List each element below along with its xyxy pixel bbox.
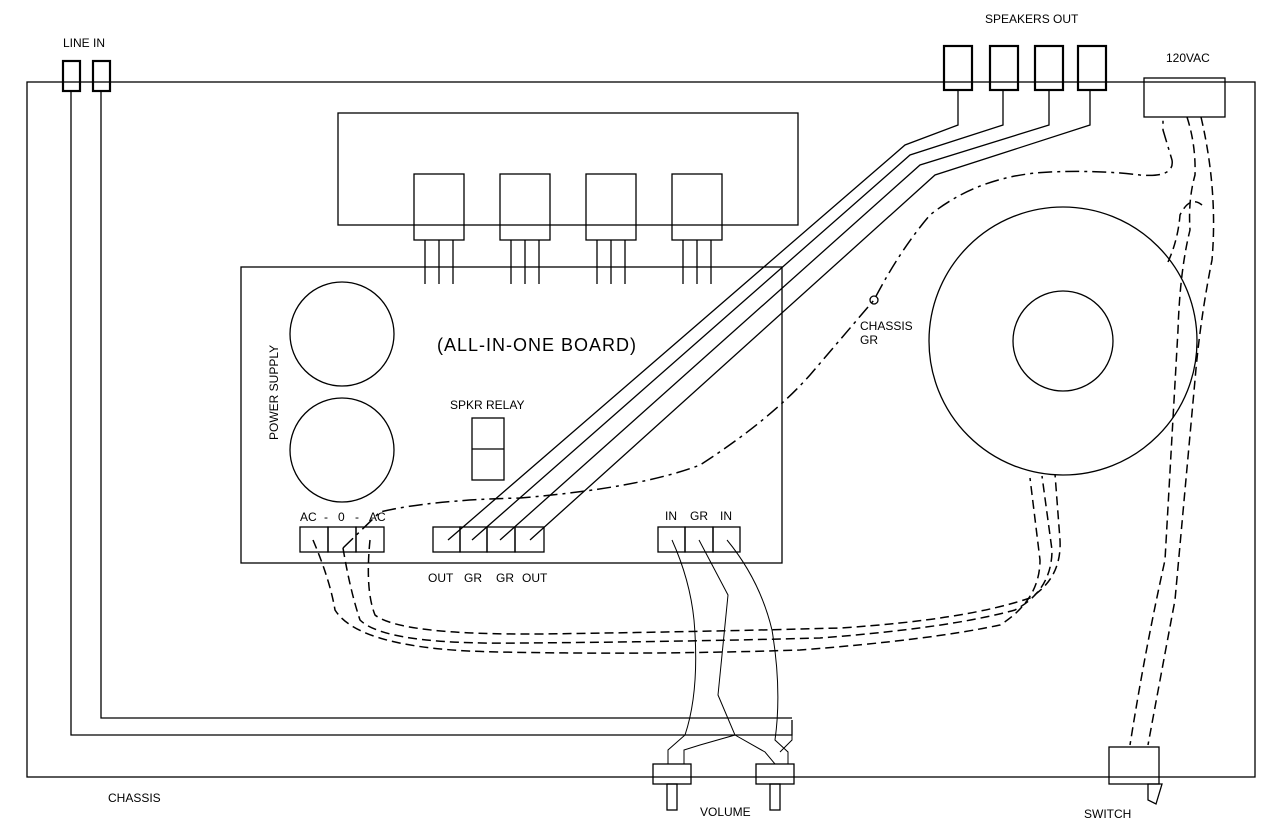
line-in-wire-right	[100, 91, 792, 719]
power-transistor-1	[413, 173, 465, 284]
power-terminal-separator: -	[324, 510, 328, 524]
speaker-jack-4	[1076, 44, 1108, 92]
speaker-wires	[447, 90, 1091, 541]
ac-wire-inlet-to-switch-1	[1129, 116, 1196, 746]
board-outline	[240, 266, 783, 564]
power-transistor-2	[499, 173, 551, 284]
ac-wire-inlet-to-switch-2	[1147, 116, 1215, 746]
power-terminal-separator: -	[355, 510, 359, 524]
power-terminal-block: AC - 0 - AC	[299, 510, 386, 553]
power-terminal-label: AC	[369, 510, 386, 524]
line-in-to-pot-wire	[779, 720, 793, 753]
power-terminal-label: AC	[300, 510, 317, 524]
speaker-terminal-label: OUT	[522, 571, 548, 585]
chassis-ground-label: CHASSIS	[860, 319, 913, 333]
volume-pot-left	[652, 763, 692, 811]
speaker-relay-label: SPKR RELAY	[450, 398, 524, 412]
psu-capacitor-top	[289, 281, 395, 387]
power-transistor-3	[585, 173, 637, 284]
transformer-primary-wire	[1167, 200, 1203, 263]
input-wire-right	[726, 539, 789, 764]
input-wire-left	[667, 539, 697, 764]
amplifier-board: (ALL-IN-ONE BOARD) POWER SUPPLY SPKR REL…	[240, 266, 783, 585]
power-terminal-label: 0	[338, 510, 345, 524]
power-transistor-4	[671, 173, 723, 284]
line-in-jacks: LINE IN	[61, 36, 112, 93]
speakers-out-jacks: SPEAKERS OUT	[942, 12, 1108, 92]
ground-wire	[342, 117, 1173, 549]
heatsink	[337, 112, 799, 284]
speaker-terminal-label: OUT	[428, 571, 454, 585]
power-supply-label: POWER SUPPLY	[267, 345, 281, 440]
speaker-terminal-label: GR	[496, 571, 514, 585]
power-switch	[1108, 746, 1163, 805]
speaker-jack-2	[988, 44, 1020, 92]
line-in-jack-left	[61, 59, 82, 93]
input-wire-ground	[683, 539, 776, 765]
ac-inlet-label: 120VAC	[1166, 51, 1210, 65]
board-label: (ALL-IN-ONE BOARD)	[437, 335, 637, 355]
line-in-label: LINE IN	[63, 36, 105, 50]
volume-label: VOLUME	[700, 805, 751, 819]
line-in-jack-right	[91, 59, 112, 93]
transformer-secondary-wire-2	[342, 475, 1053, 644]
volume-pot-right	[755, 763, 795, 811]
input-terminal-label: IN	[665, 509, 677, 523]
ac-inlet-body	[1143, 77, 1226, 118]
chassis-label: CHASSIS	[108, 791, 161, 805]
speaker-terminal-block: OUT GR GR OUT	[428, 526, 548, 585]
line-in-wire-left	[70, 91, 793, 736]
psu-capacitor-bottom	[289, 397, 395, 503]
speakers-out-label: SPEAKERS OUT	[985, 12, 1079, 26]
ac-inlet: 120VAC	[1143, 51, 1226, 118]
transformer-secondary-wire-3	[367, 473, 1061, 635]
switch-label: SWITCH	[1084, 807, 1131, 821]
chassis-ground-point	[869, 295, 879, 305]
input-terminal-label: GR	[690, 509, 708, 523]
speaker-terminal-label: GR	[464, 571, 482, 585]
toroidal-transformer	[928, 206, 1198, 476]
input-terminal-label: IN	[720, 509, 732, 523]
chassis-outline	[26, 81, 1256, 778]
speaker-jack-3	[1033, 44, 1065, 92]
heatsink-plate	[337, 112, 799, 226]
chassis-ground-label: GR	[860, 333, 878, 347]
input-terminal-block: IN GR IN	[657, 509, 741, 553]
transformer-secondary-wire-1	[312, 477, 1041, 654]
speaker-jack-1	[942, 44, 974, 92]
